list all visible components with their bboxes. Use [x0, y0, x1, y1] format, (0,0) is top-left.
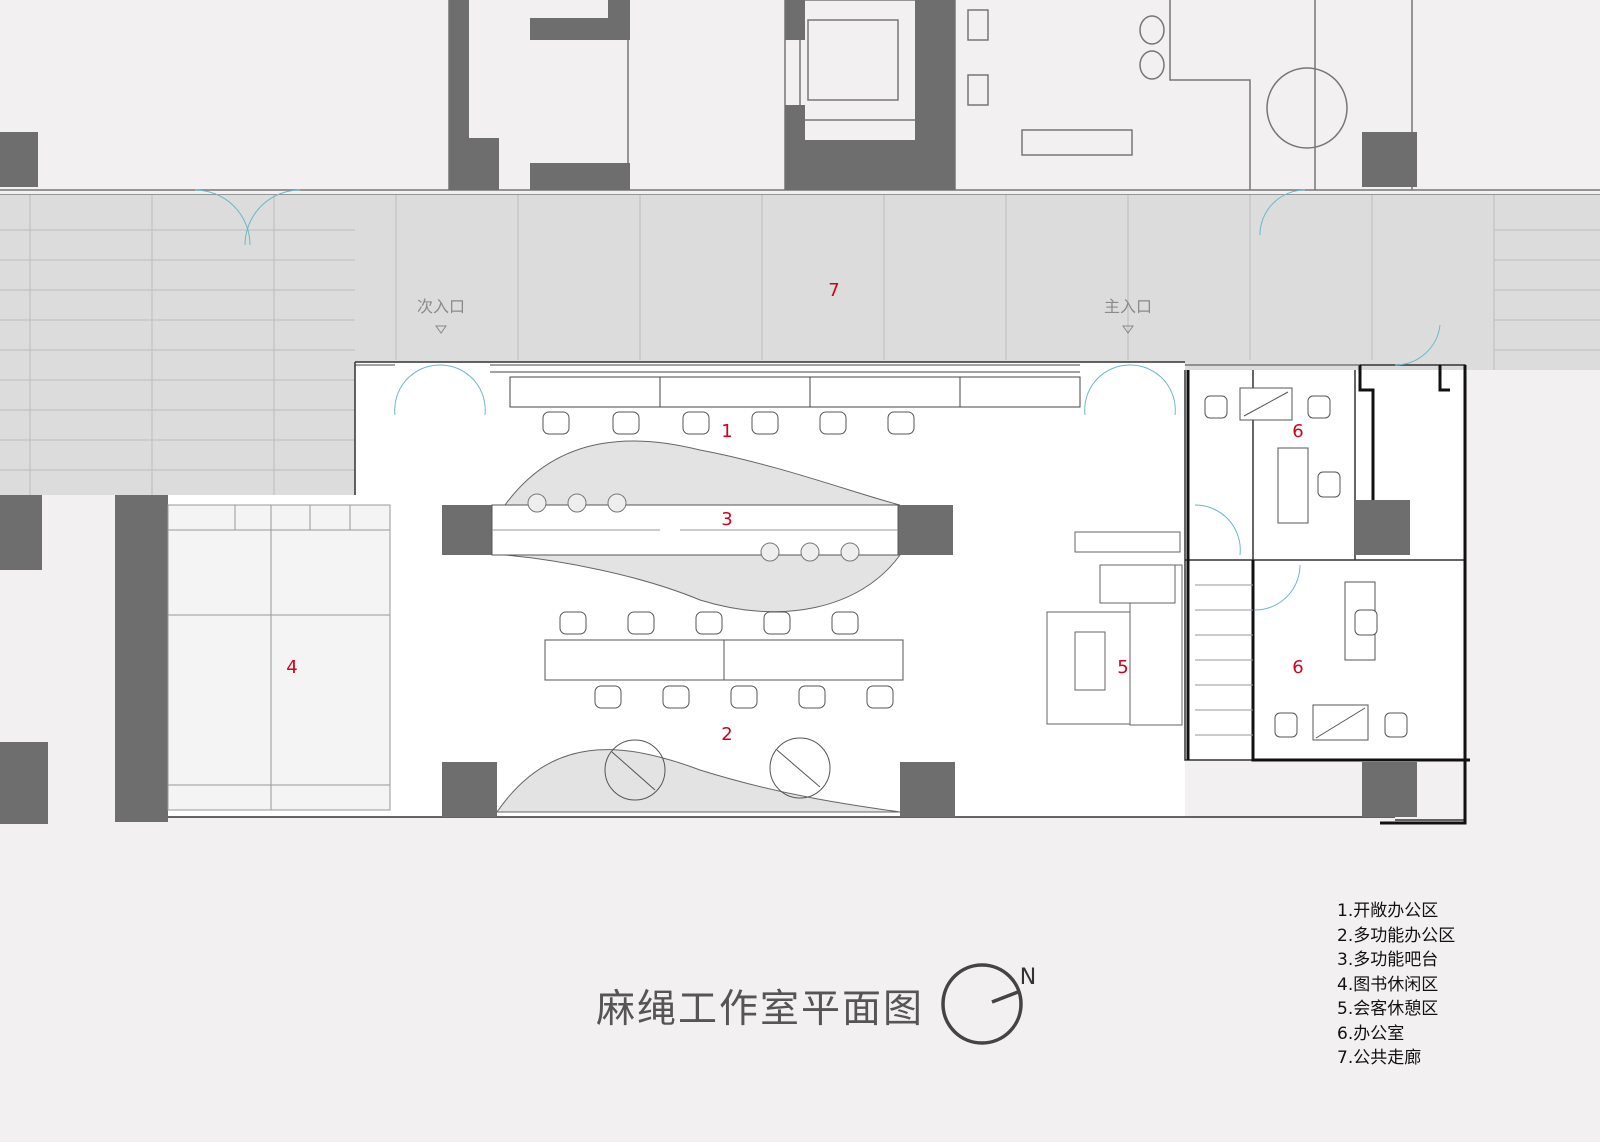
open-office-chairs — [542, 411, 915, 435]
office-furniture — [1204, 387, 1408, 741]
secondary-entrance-marker-icon — [435, 325, 447, 334]
zone-number-1: 1 — [721, 421, 732, 442]
main-entrance-marker-icon — [1122, 325, 1134, 334]
columns — [0, 495, 1417, 824]
zone-number-2: 2 — [721, 724, 732, 745]
zone-number-3: 3 — [721, 509, 732, 530]
legend: 1.开敞办公区 2.多功能办公区 3.多功能吧台 4.图书休闲区 5.会客休憩区… — [1337, 899, 1455, 1071]
legend-item: 7.公共走廊 — [1337, 1048, 1422, 1068]
legend-item: 2.多功能办公区 — [1337, 925, 1456, 946]
long-table — [544, 611, 904, 709]
library-area — [167, 504, 391, 811]
lounge-area — [1046, 531, 1183, 726]
legend-item: 4.图书休闲区 — [1337, 974, 1439, 995]
secondary-entrance-label: 次入口 — [417, 297, 465, 316]
north-label: N — [1020, 965, 1036, 990]
plan-title: 麻绳工作室平面图 — [596, 987, 925, 1032]
main-entrance-label: 主入口 — [1104, 297, 1152, 316]
zone-number-6-bottom: 6 — [1292, 657, 1303, 678]
zone-number-7: 7 — [828, 280, 839, 301]
legend-item: 1.开敞办公区 — [1337, 901, 1439, 921]
zone-number-6-top: 6 — [1292, 421, 1303, 442]
multifunction-area — [496, 737, 901, 813]
legend-item: 5.会客休憩区 — [1337, 999, 1439, 1019]
zone-number-4: 4 — [286, 657, 297, 678]
legend-item: 3.多功能吧台 — [1337, 950, 1439, 970]
north-arrow-icon: N — [941, 963, 1036, 1045]
doors — [194, 189, 1441, 611]
glazing — [355, 364, 1360, 408]
public-corridor — [0, 195, 1600, 495]
bar-counter — [491, 440, 901, 613]
legend-item: 6.办公室 — [1337, 1023, 1405, 1044]
zone-number-5: 5 — [1117, 657, 1128, 678]
upper-columns — [0, 0, 1417, 190]
stair — [1195, 584, 1253, 736]
